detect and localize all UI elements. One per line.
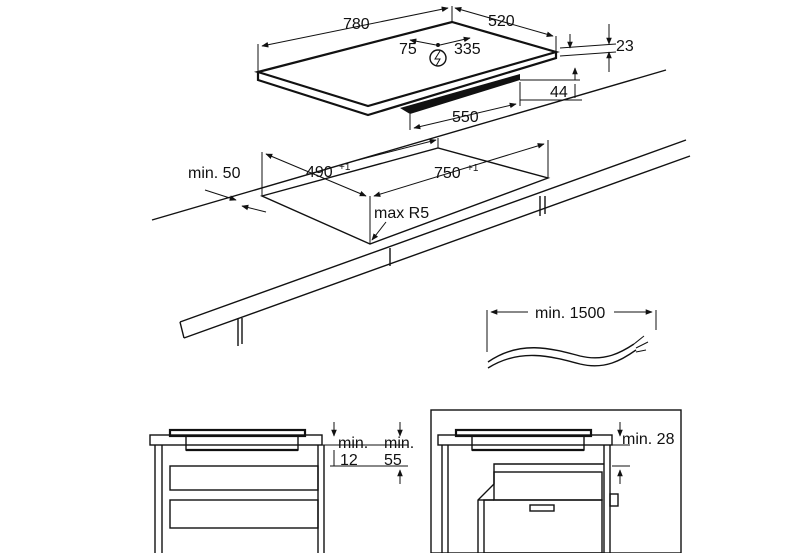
label-conn-right: 335 bbox=[454, 41, 481, 58]
cable-wire-inner bbox=[487, 349, 637, 369]
dim-hob-depth: 520 bbox=[454, 7, 557, 52]
cable-drawing: min. 1500 bbox=[486, 305, 657, 369]
section-right: min. 28 bbox=[430, 409, 682, 553]
label-cutout-width: 750 bbox=[434, 165, 461, 182]
label-cable-length: min. 1500 bbox=[535, 305, 605, 322]
dim-cutout-depth: 490 +1 bbox=[265, 153, 367, 197]
hob-drawing bbox=[253, 20, 560, 117]
lightning-icon bbox=[434, 50, 441, 67]
label-cutout-depth: 490 bbox=[306, 164, 333, 181]
label-left-gap2-line1: min. bbox=[384, 435, 414, 452]
section-left: min. 12 min. 55 bbox=[149, 422, 414, 553]
label-left-gap2-line2: 55 bbox=[384, 452, 402, 469]
connection-icon bbox=[429, 49, 447, 67]
label-hob-depth: 520 bbox=[488, 13, 515, 30]
section-right-frame bbox=[430, 409, 682, 553]
dim-connection: 75 335 bbox=[399, 36, 481, 58]
label-cutout-depth-tol: +1 bbox=[339, 162, 351, 173]
cutout-outline bbox=[259, 138, 551, 245]
dim-inner-width: 550 bbox=[409, 82, 521, 130]
label-conn-left: 75 bbox=[399, 41, 417, 58]
label-hob-thickness: 23 bbox=[616, 38, 634, 55]
label-cutout-width-tol: +1 bbox=[467, 163, 479, 174]
label-insert-depth: 44 bbox=[550, 84, 568, 101]
hob-top-edge bbox=[256, 52, 558, 117]
dim-insert-depth: 44 bbox=[520, 67, 582, 101]
connection-point bbox=[436, 43, 440, 47]
label-left-gap1-line2: 12 bbox=[340, 452, 358, 469]
label-inner-width: 550 bbox=[452, 109, 479, 126]
label-left-gap1-line1: min. bbox=[338, 435, 368, 452]
dim-cutout-width: 750 +1 bbox=[357, 138, 545, 197]
label-hob-width: 780 bbox=[343, 16, 370, 33]
label-right-gap: min. 28 bbox=[622, 431, 675, 448]
dim-hob-width: 780 bbox=[257, 6, 453, 72]
dim-cutout-margin: min. 50 bbox=[188, 165, 267, 213]
label-corner-radius: max R5 bbox=[374, 205, 429, 222]
dim-corner-radius: max R5 bbox=[371, 205, 429, 241]
cable-wire bbox=[487, 343, 635, 363]
dim-hob-thickness: 23 bbox=[559, 24, 634, 72]
label-cutout-margin: min. 50 bbox=[188, 165, 241, 182]
